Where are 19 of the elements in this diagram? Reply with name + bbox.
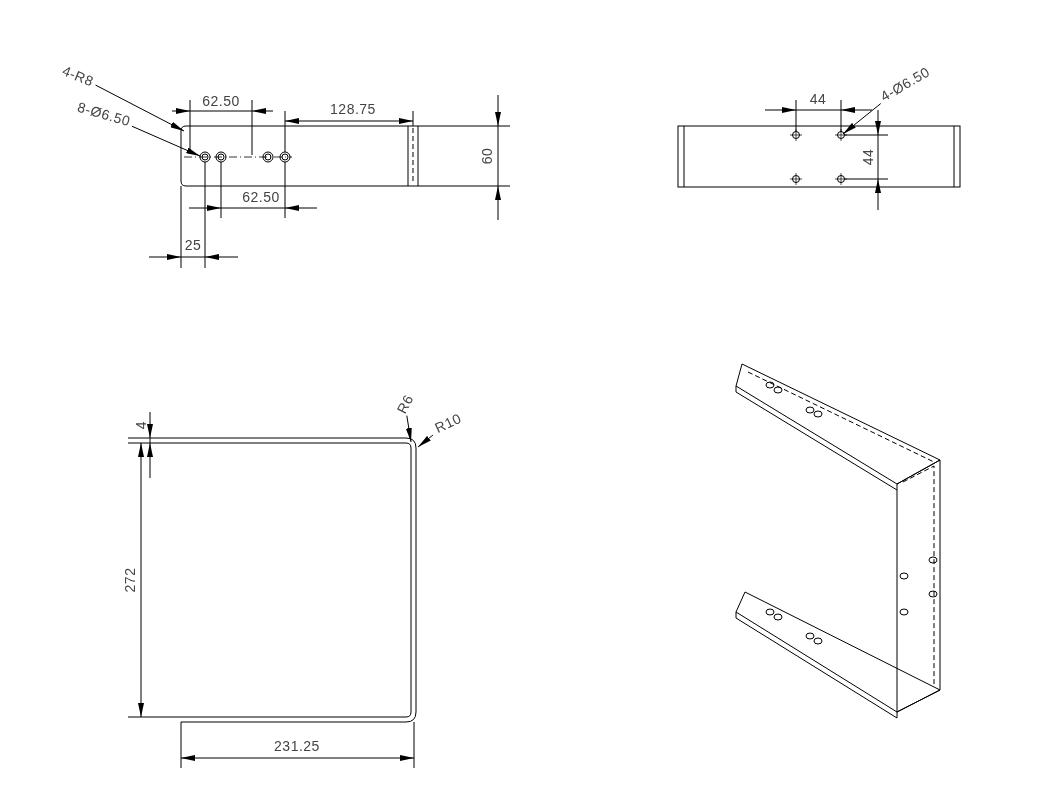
leader-line — [95, 84, 185, 132]
dimension-text: 231.25 — [274, 739, 320, 753]
callout-label: 4-R8 — [60, 63, 96, 89]
leader-line — [417, 434, 434, 448]
dimension-text: 44 — [861, 148, 875, 166]
dimension-text: 60 — [480, 147, 494, 165]
dimension-text: 272 — [123, 567, 137, 593]
leader-line — [131, 125, 201, 157]
dimension-text: 25 — [184, 238, 202, 252]
dimension-text: 44 — [809, 92, 827, 106]
callout-label: R6 — [394, 392, 416, 416]
dimension-text: 62.50 — [202, 94, 240, 108]
leader-line — [405, 415, 412, 443]
u-profile-drawing — [180, 437, 417, 723]
plate-view-drawing — [180, 125, 419, 187]
plate-end-view-drawing — [677, 125, 961, 188]
leader-line — [842, 103, 882, 135]
dimension-text: 4 — [134, 420, 148, 430]
callout-label: R10 — [432, 410, 464, 436]
